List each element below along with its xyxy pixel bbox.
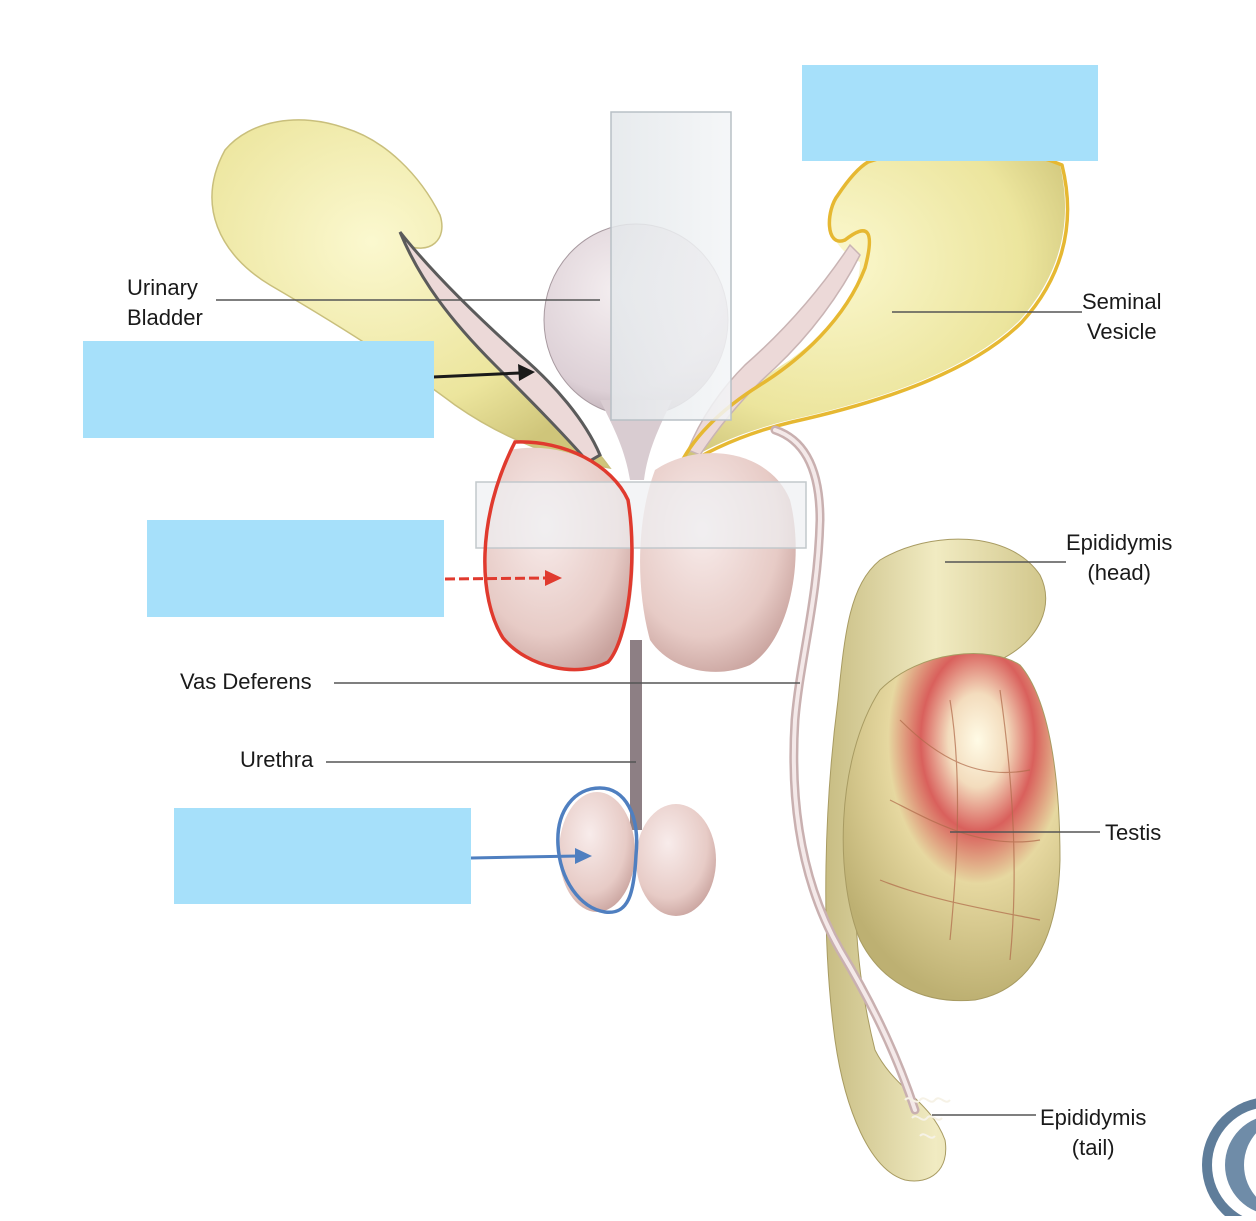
left-ampulla-shape <box>398 231 602 464</box>
bulbourethral-outline <box>556 786 639 914</box>
blank-box-ejaculatory-duct <box>83 341 434 438</box>
label-testis: Testis <box>1105 820 1162 845</box>
bulbourethral-left-shape <box>559 792 635 912</box>
bulbourethral-arrow <box>470 848 592 864</box>
translucent-panel-horizontal <box>475 481 807 549</box>
label-urethra: Urethra <box>240 747 314 772</box>
ejaculatory-duct-arrow <box>432 364 535 381</box>
label-epididymis-tail: Epididymis (tail) <box>1040 1105 1147 1160</box>
prostate-outline <box>483 440 634 672</box>
corner-logo-mark <box>1202 1098 1256 1221</box>
testis-vessels <box>879 689 1041 961</box>
vas-deferens-highlight <box>773 428 917 1112</box>
blank-box-top-right <box>802 65 1098 161</box>
epididymis-tail-coil <box>904 1097 951 1139</box>
leader-lines <box>216 299 1100 1116</box>
label-epididymis-head: Epididymis (head) <box>1066 530 1173 585</box>
label-urinary-bladder: Urinary Bladder <box>127 275 203 330</box>
bulbourethral-right-shape <box>636 804 716 916</box>
right-seminal-vesicle-shape <box>675 147 1066 470</box>
urethra-shape <box>630 640 642 830</box>
label-vas-deferens: Vas Deferens <box>180 669 312 694</box>
blank-box-prostate <box>147 520 444 617</box>
testis-shape <box>842 653 1061 1002</box>
prostate-arrow <box>444 570 562 586</box>
label-seminal-vesicle: Seminal Vesicle <box>1082 289 1162 344</box>
blank-box-bulbourethral <box>174 808 471 904</box>
translucent-panel-vertical <box>610 111 732 421</box>
